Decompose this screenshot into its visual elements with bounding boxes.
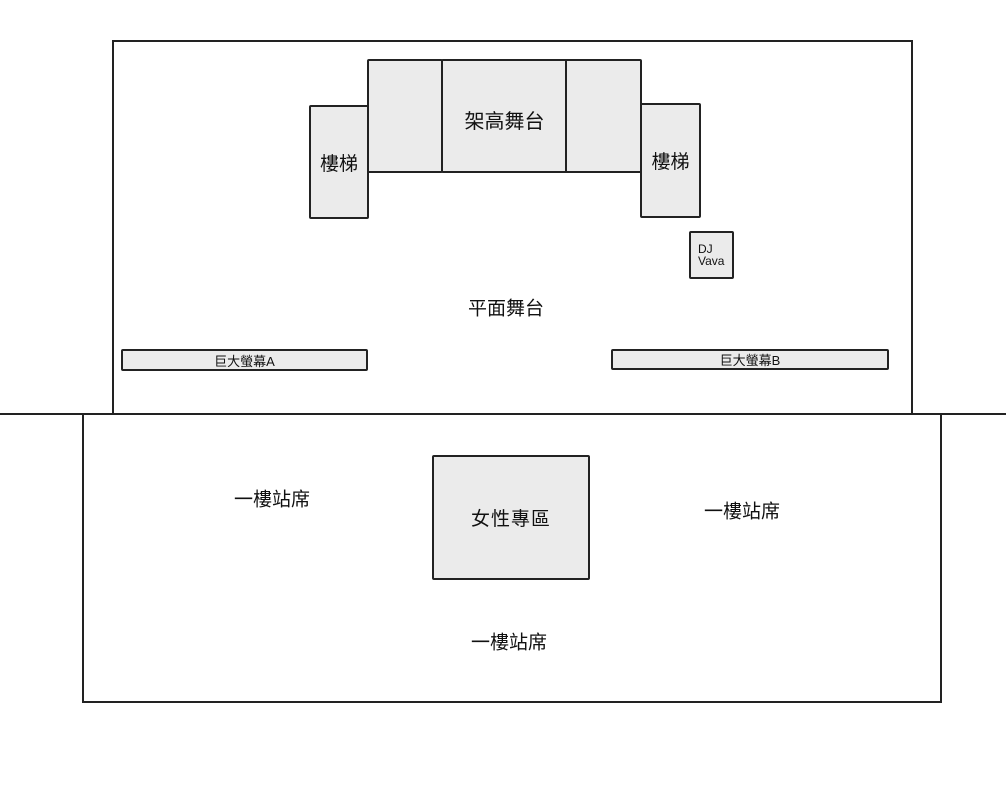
women-only-zone-label: 女性專區 xyxy=(470,509,551,530)
raised-stage-label: 架高舞台 xyxy=(464,111,545,133)
stage-area-top-wall xyxy=(112,40,913,42)
stage-area-left-wall xyxy=(112,40,114,414)
standing-area-bottom-label: 一樓站席 xyxy=(470,632,548,654)
floor-divider-line xyxy=(0,413,1006,415)
stage-area-right-wall xyxy=(911,40,913,414)
giant-screen-b-label: 巨大螢幕B xyxy=(719,353,781,368)
stairs-left-label: 樓梯 xyxy=(319,153,358,175)
floor-area-bottom-wall xyxy=(82,701,942,703)
floor-area-right-wall xyxy=(940,414,942,703)
floor-area-left-wall xyxy=(82,414,84,703)
giant-screen-b: 巨大螢幕B xyxy=(611,349,889,370)
stairs-right: 樓梯 xyxy=(640,103,701,218)
raised-stage-wing-right xyxy=(565,59,642,173)
raised-stage-wing-left xyxy=(367,59,443,173)
giant-screen-a: 巨大螢幕A xyxy=(121,349,368,371)
dj-booth-line2: Vava xyxy=(698,254,725,268)
stairs-right-label: 樓梯 xyxy=(651,152,690,173)
women-only-zone: 女性專區 xyxy=(432,455,590,580)
standing-area-left-label: 一樓站席 xyxy=(233,489,311,511)
dj-booth-line1: DJ xyxy=(698,242,713,256)
floor-stage-label: 平面舞台 xyxy=(467,298,545,320)
standing-area-right-label: 一樓站席 xyxy=(703,501,781,523)
raised-stage: 架高舞台 xyxy=(441,59,568,173)
giant-screen-a-label: 巨大螢幕A xyxy=(214,353,275,369)
dj-booth: DJ Vava xyxy=(689,231,734,279)
stairs-left: 樓梯 xyxy=(309,105,369,219)
